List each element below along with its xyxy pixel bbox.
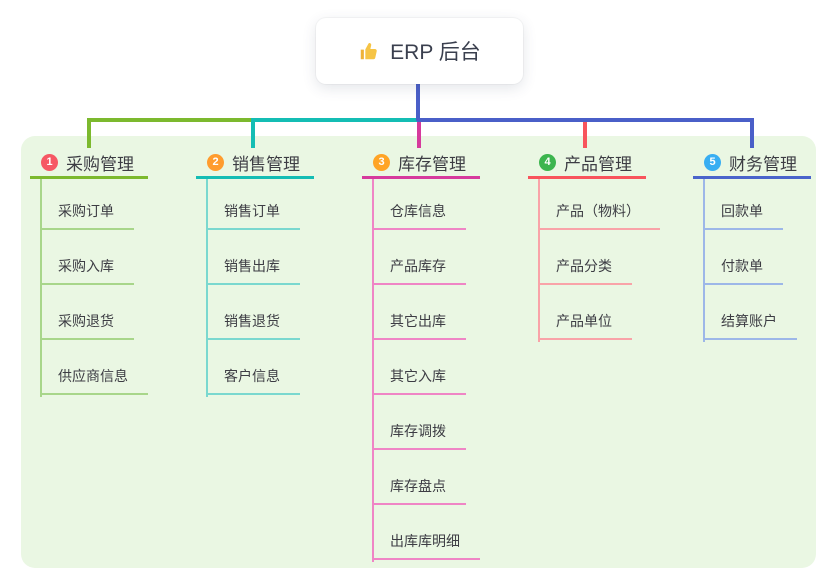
child-row: 库存调拨 <box>372 395 480 450</box>
child-row: 产品（物料） <box>538 175 660 230</box>
branch-sales-header[interactable]: 2 销售管理 <box>196 148 314 179</box>
child-node[interactable]: 库存调拨 <box>372 421 466 450</box>
branch-children: 仓库信息 产品库存 其它出库 其它入库 库存调拨 库存盘点 出库库明细 <box>372 175 480 560</box>
child-node[interactable]: 其它入库 <box>372 366 466 395</box>
child-node[interactable]: 产品单位 <box>538 311 632 340</box>
child-row: 产品单位 <box>538 285 660 340</box>
child-node[interactable]: 采购入库 <box>40 256 134 285</box>
branches-panel <box>21 136 816 568</box>
branch-title: 产品管理 <box>564 154 632 174</box>
connector-bus-green <box>87 118 253 122</box>
branch-child-connector <box>206 179 208 397</box>
connector-drop-inventory <box>417 120 421 148</box>
child-node[interactable]: 出库库明细 <box>372 531 480 560</box>
branch-title: 采购管理 <box>66 154 134 174</box>
connector-root-stem <box>416 84 420 121</box>
root-node[interactable]: ERP 后台 <box>316 18 523 84</box>
branch-product-header[interactable]: 4 产品管理 <box>528 148 646 179</box>
branch-purchase: 1 采购管理 采购订单 采购入库 采购退货 供应商信息 <box>30 148 148 397</box>
branch-child-connector <box>538 179 540 342</box>
branch-sales: 2 销售管理 销售订单 销售出库 销售退货 客户信息 <box>196 148 314 397</box>
child-row: 采购订单 <box>40 175 148 230</box>
branch-children: 销售订单 销售出库 销售退货 客户信息 <box>206 175 300 395</box>
child-node[interactable]: 回款单 <box>703 201 783 230</box>
child-row: 供应商信息 <box>40 340 148 395</box>
child-node[interactable]: 产品库存 <box>372 256 466 285</box>
child-row: 产品分类 <box>538 230 660 285</box>
connector-bus-teal <box>251 118 419 122</box>
child-row: 仓库信息 <box>372 175 480 230</box>
child-row: 付款单 <box>703 230 797 285</box>
branch-finance: 5 财务管理 回款单 付款单 结算账户 <box>693 148 811 342</box>
branch-product: 4 产品管理 产品（物料） 产品分类 产品单位 <box>528 148 660 342</box>
child-row: 结算账户 <box>703 285 797 340</box>
branch-finance-header[interactable]: 5 财务管理 <box>693 148 811 179</box>
child-node[interactable]: 销售退货 <box>206 311 300 340</box>
child-row: 采购入库 <box>40 230 148 285</box>
root-node-label: ERP 后台 <box>390 41 481 64</box>
branch-purchase-header[interactable]: 1 采购管理 <box>30 148 148 179</box>
child-node[interactable]: 仓库信息 <box>372 201 466 230</box>
child-row: 产品库存 <box>372 230 480 285</box>
connector-bus-blue <box>417 118 754 122</box>
branch-number-badge: 4 <box>539 153 556 171</box>
child-row: 客户信息 <box>206 340 300 395</box>
connector-drop-sales <box>251 118 255 148</box>
branch-child-connector <box>372 179 374 562</box>
branch-title: 销售管理 <box>232 154 300 174</box>
branch-children: 采购订单 采购入库 采购退货 供应商信息 <box>40 175 148 395</box>
branch-title: 财务管理 <box>729 154 797 174</box>
child-node[interactable]: 采购订单 <box>40 201 134 230</box>
connector-drop-finance <box>750 118 754 148</box>
child-node[interactable]: 产品分类 <box>538 256 632 285</box>
child-node[interactable]: 产品（物料） <box>538 201 660 230</box>
thumbs-up-icon <box>358 40 380 62</box>
child-row: 其它出库 <box>372 285 480 340</box>
child-node[interactable]: 销售订单 <box>206 201 300 230</box>
child-node[interactable]: 销售出库 <box>206 256 300 285</box>
branch-number-badge: 3 <box>373 153 390 171</box>
branch-children: 回款单 付款单 结算账户 <box>703 175 797 340</box>
child-node[interactable]: 结算账户 <box>703 311 797 340</box>
child-node[interactable]: 付款单 <box>703 256 783 285</box>
connector-drop-purchase <box>87 118 91 148</box>
branch-child-connector <box>40 179 42 397</box>
branch-inventory: 3 库存管理 仓库信息 产品库存 其它出库 其它入库 库存调拨 库存盘点 出库库… <box>362 148 480 562</box>
branch-number-badge: 5 <box>704 153 721 171</box>
branch-inventory-header[interactable]: 3 库存管理 <box>362 148 480 179</box>
branch-number-badge: 2 <box>207 153 224 171</box>
connector-drop-product <box>583 120 587 148</box>
child-node[interactable]: 采购退货 <box>40 311 134 340</box>
branch-children: 产品（物料） 产品分类 产品单位 <box>538 175 660 340</box>
child-row: 出库库明细 <box>372 505 480 560</box>
child-row: 回款单 <box>703 175 797 230</box>
child-row: 采购退货 <box>40 285 148 340</box>
child-row: 库存盘点 <box>372 450 480 505</box>
branch-number-badge: 1 <box>41 153 58 171</box>
child-row: 其它入库 <box>372 340 480 395</box>
branch-child-connector <box>703 179 705 342</box>
child-node[interactable]: 其它出库 <box>372 311 466 340</box>
child-node[interactable]: 库存盘点 <box>372 476 466 505</box>
child-row: 销售退货 <box>206 285 300 340</box>
child-node[interactable]: 供应商信息 <box>40 366 148 395</box>
branch-title: 库存管理 <box>398 154 466 174</box>
child-row: 销售出库 <box>206 230 300 285</box>
child-row: 销售订单 <box>206 175 300 230</box>
child-node[interactable]: 客户信息 <box>206 366 300 395</box>
